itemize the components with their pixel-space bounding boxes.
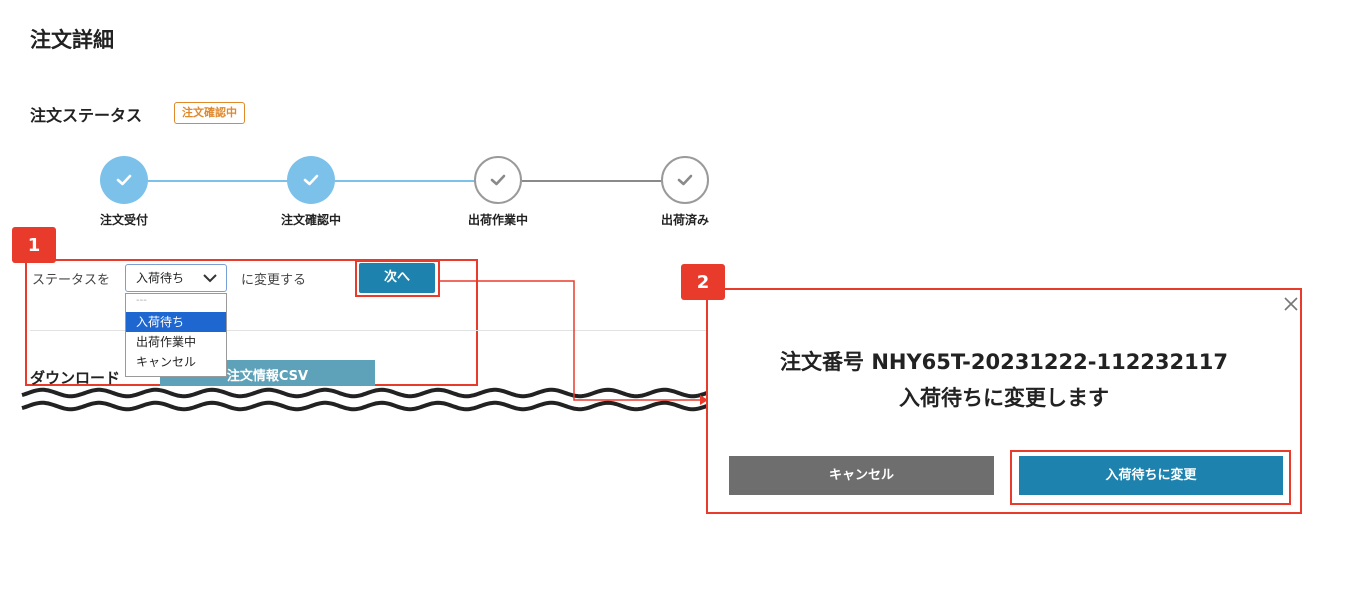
dropdown-option-selected[interactable]: 入荷待ち bbox=[126, 312, 226, 332]
step-circle-shipping-work bbox=[474, 156, 522, 204]
dropdown-option[interactable]: 出荷作業中 bbox=[136, 335, 197, 349]
stepper-connector bbox=[335, 180, 475, 182]
status-select-value: 入荷待ち bbox=[136, 271, 185, 285]
check-icon bbox=[116, 174, 132, 186]
chevron-down-icon bbox=[203, 274, 217, 283]
status-change-suffix: に変更する bbox=[241, 273, 307, 288]
step-circle-shipped bbox=[661, 156, 709, 204]
page-title: 注文詳細 bbox=[30, 28, 114, 52]
status-select[interactable]: 入荷待ち bbox=[125, 264, 227, 292]
callout-number: 1 bbox=[12, 227, 56, 263]
status-dropdown-list: --- 入荷待ち 出荷作業中 キャンセル bbox=[125, 293, 227, 377]
check-icon bbox=[490, 174, 506, 186]
callout-number: 2 bbox=[681, 264, 725, 300]
step-label: 注文確認中 bbox=[280, 213, 341, 227]
callout-highlight-box bbox=[1010, 450, 1291, 505]
step-label: 注文受付 bbox=[99, 213, 148, 227]
step-circle-order-received bbox=[100, 156, 148, 204]
callout-highlight-box bbox=[706, 288, 1302, 514]
stepper-connector bbox=[522, 180, 662, 182]
download-label: ダウンロード bbox=[30, 369, 121, 387]
check-icon bbox=[303, 174, 319, 186]
confirm-change-button[interactable]: 入荷待ちに変更 bbox=[1019, 456, 1283, 495]
wavy-cutoff-divider bbox=[21, 387, 713, 412]
modal-message: 入荷待ちに変更します bbox=[899, 386, 1109, 410]
status-badge: 注文確認中 bbox=[174, 102, 245, 124]
next-button[interactable]: 次へ bbox=[359, 263, 435, 293]
cancel-button[interactable]: キャンセル bbox=[729, 456, 994, 495]
step-circle-order-confirming bbox=[287, 156, 335, 204]
status-change-label: ステータスを bbox=[32, 273, 111, 288]
modal-order-number: 注文番号 NHY65T-20231222-112232117 bbox=[780, 350, 1228, 374]
close-icon[interactable] bbox=[1282, 295, 1300, 313]
stepper-connector bbox=[148, 180, 288, 182]
step-label: 出荷済み bbox=[660, 213, 709, 227]
check-icon bbox=[677, 174, 693, 186]
dropdown-option[interactable]: --- bbox=[136, 295, 147, 306]
order-status-heading: 注文ステータス bbox=[30, 106, 143, 125]
dropdown-option[interactable]: キャンセル bbox=[136, 355, 197, 369]
callout-highlight-box bbox=[355, 260, 440, 297]
section-divider bbox=[30, 330, 730, 331]
step-label: 出荷作業中 bbox=[467, 213, 528, 227]
